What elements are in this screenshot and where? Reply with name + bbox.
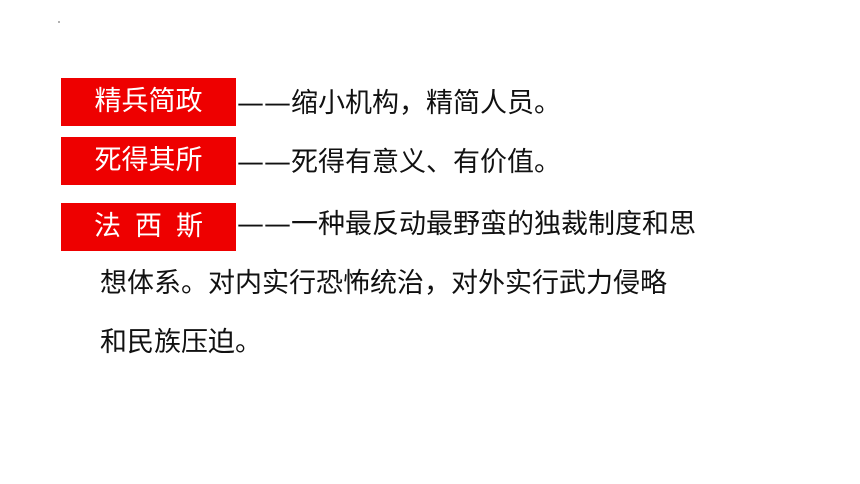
term-label-faxisi: 法西斯 <box>61 203 236 251</box>
term-definition-faxisi-line-2: 想体系。对内实行恐怖统治，对外实行武力侵略 <box>100 268 667 299</box>
term-label-jingbing-jianzheng: 精兵简政 <box>61 78 236 126</box>
term-definition-faxisi-line-1: ——一种最反动最野蛮的独裁制度和思 <box>237 209 696 240</box>
corner-dot <box>58 21 60 23</box>
term-definition-jingbing-jianzheng: ——缩小机构，精简人员。 <box>237 88 561 119</box>
term-definition-side-qisuo: ——死得有意义、有价值。 <box>237 147 561 178</box>
term-label-side-qisuo: 死得其所 <box>61 137 236 185</box>
term-definition-faxisi-line-3: 和民族压迫。 <box>100 327 262 358</box>
